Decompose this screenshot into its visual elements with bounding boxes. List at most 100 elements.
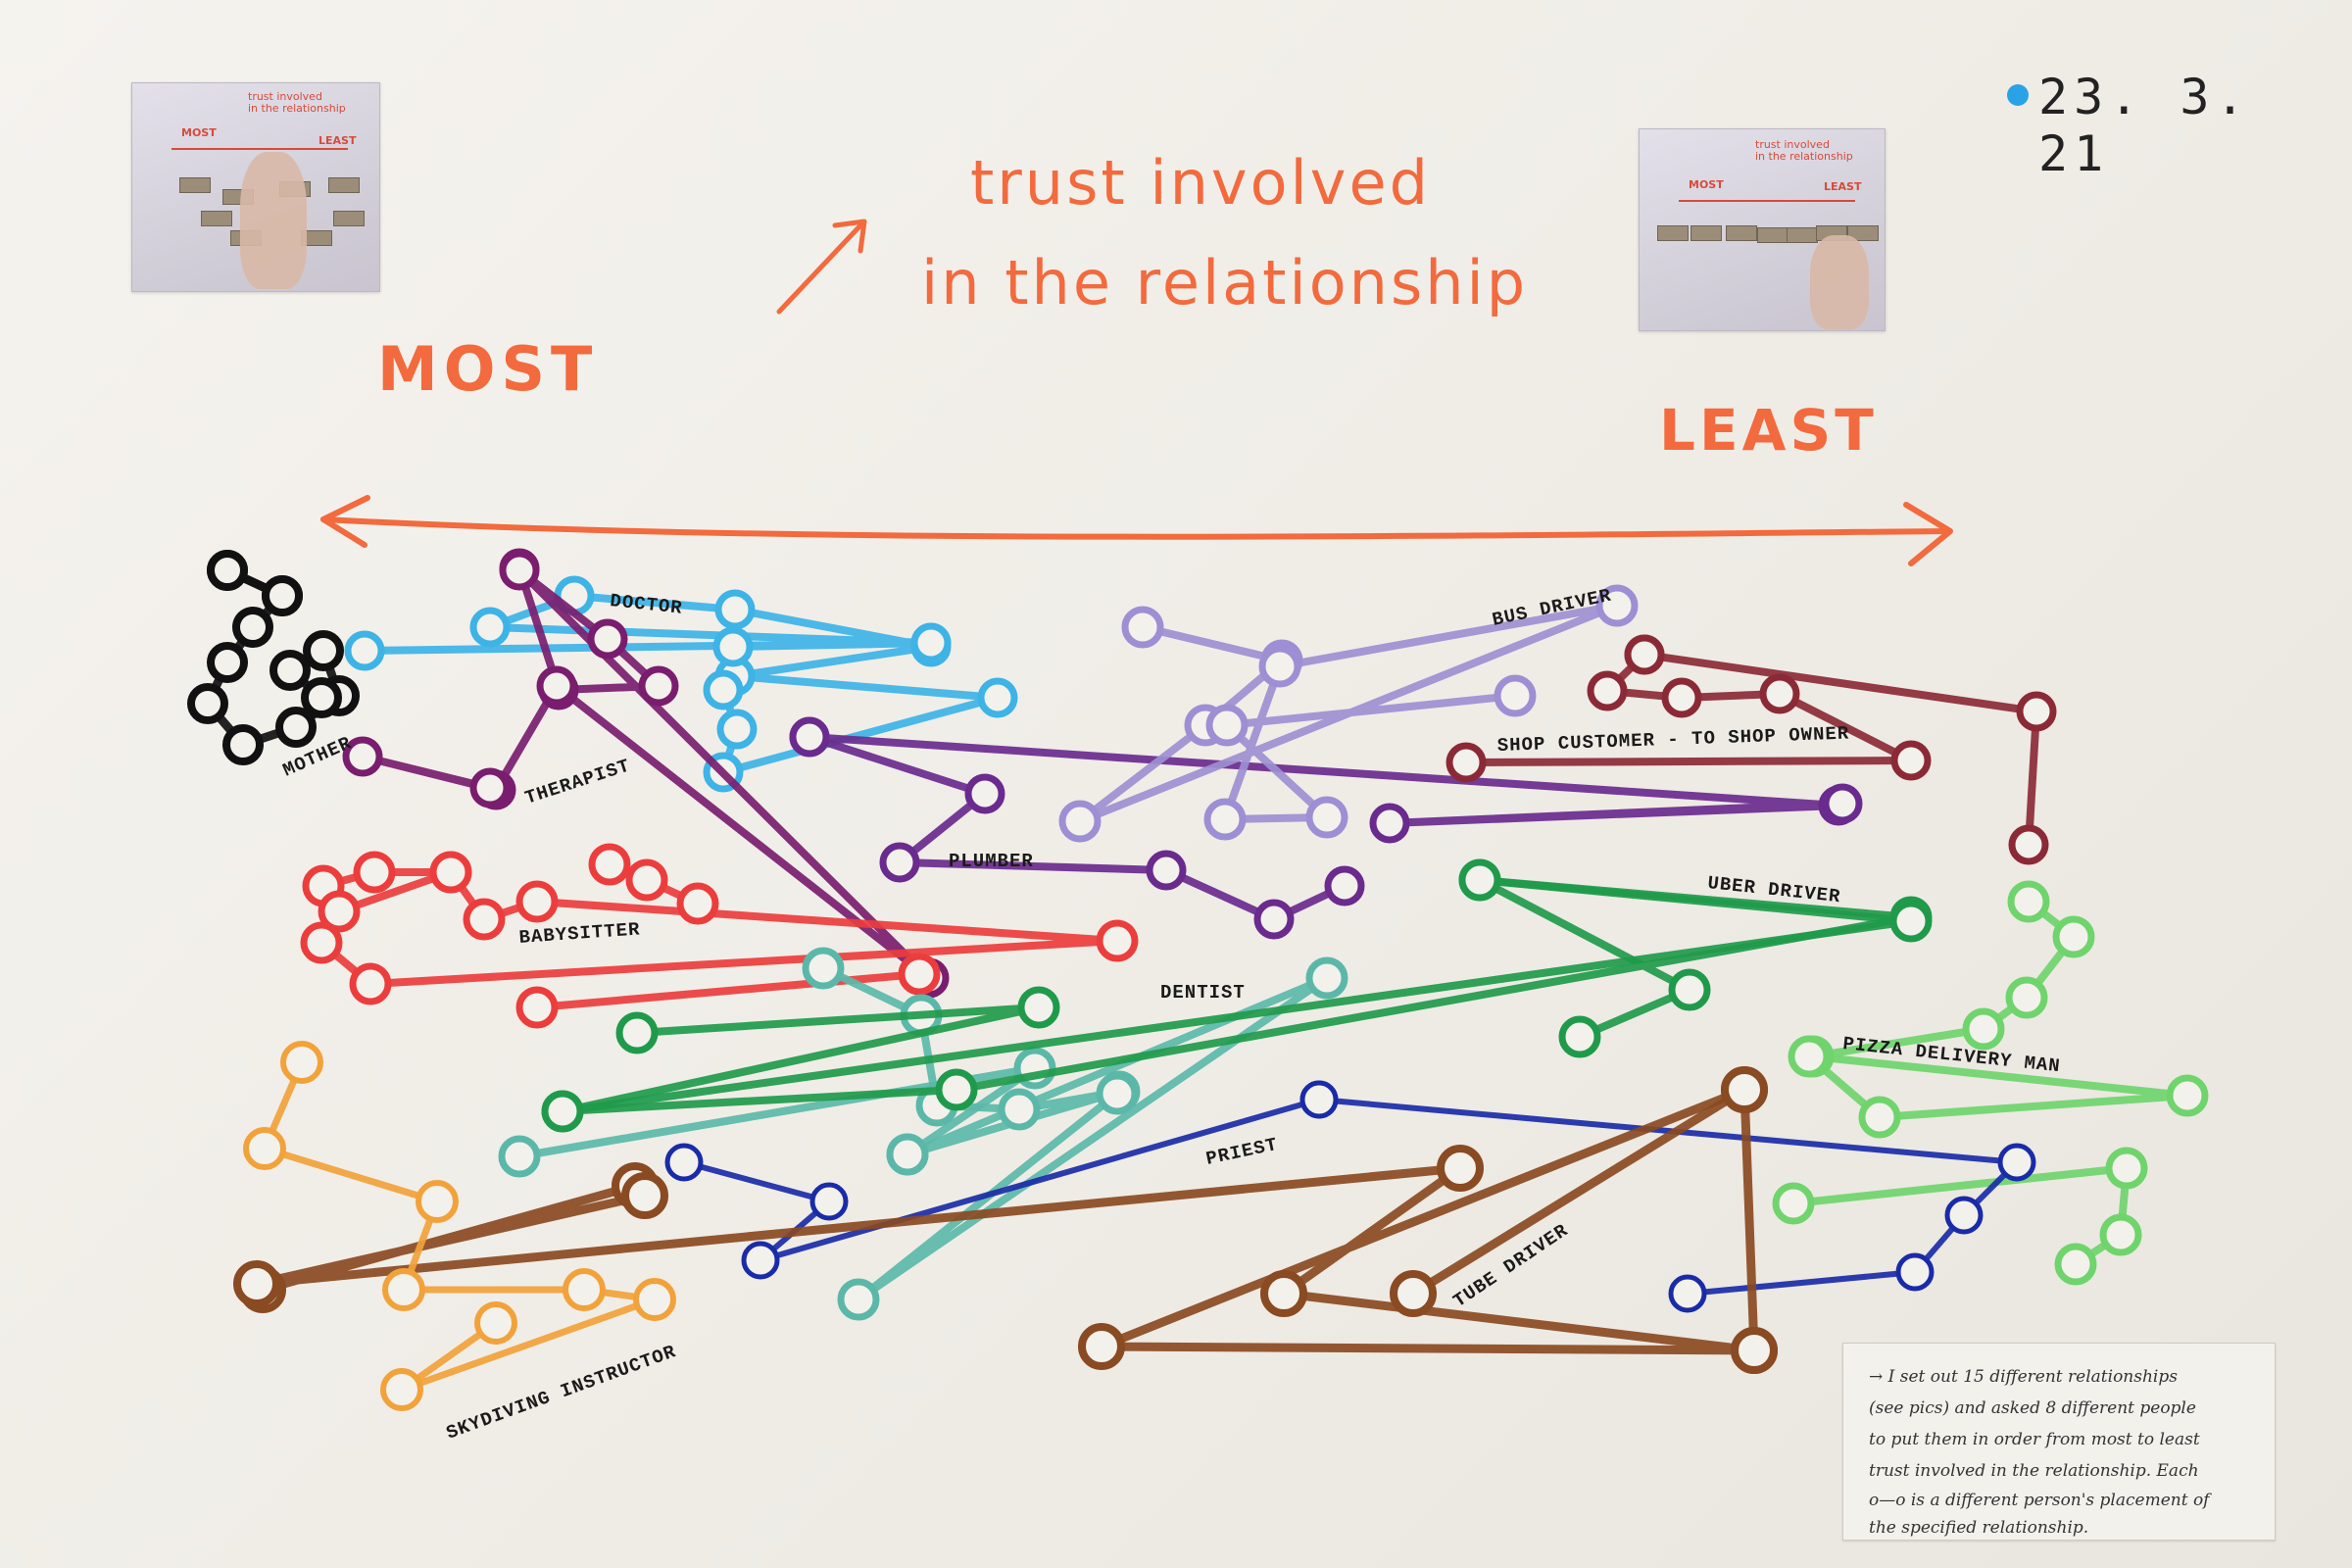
chain-plumber xyxy=(789,716,1863,844)
label-plumber: PLUMBER xyxy=(949,851,1034,872)
placement-node xyxy=(703,669,744,710)
placement-node xyxy=(1205,704,1249,747)
chain-line xyxy=(559,876,1915,1115)
axis-arrow xyxy=(320,495,1953,566)
placement-node xyxy=(1146,850,1187,891)
placement-node xyxy=(515,880,559,923)
placement-node xyxy=(275,707,317,748)
placement-node xyxy=(1096,919,1139,962)
chain-pizza xyxy=(1788,880,2209,1139)
placement-node xyxy=(1017,986,1060,1029)
placement-node xyxy=(1369,803,1410,844)
explanation-note: → I set out 15 different relationships (… xyxy=(1842,1343,2276,1541)
placement-node xyxy=(1858,1096,1901,1139)
placement-node xyxy=(2005,976,2048,1019)
placement-node xyxy=(207,550,248,591)
placement-node xyxy=(1962,1007,2005,1051)
chain-dentist xyxy=(802,947,1348,1321)
placement-node xyxy=(964,773,1005,814)
label-shop: SHOP CUSTOMER - TO SHOP OWNER xyxy=(1496,722,1849,757)
placement-node xyxy=(1788,1035,1831,1078)
placement-node xyxy=(280,1041,323,1084)
placement-node xyxy=(741,1241,780,1280)
placement-node xyxy=(301,677,342,718)
placement-node xyxy=(802,947,845,990)
photo-most-label: MOST xyxy=(181,126,217,139)
note-line: to put them in order from most to least xyxy=(1869,1430,2200,1449)
photo-title: trust involved in the relationship xyxy=(1755,138,1853,163)
placement-node xyxy=(1587,670,1628,711)
placement-node xyxy=(809,1182,849,1221)
placement-node xyxy=(587,618,628,660)
chain-mother xyxy=(207,550,303,616)
placement-node xyxy=(789,716,830,758)
placement-node xyxy=(1731,1327,1778,1374)
placement-node xyxy=(469,767,511,808)
placement-node xyxy=(2016,691,2057,732)
placement-node xyxy=(1944,1196,1984,1235)
date-dot-icon xyxy=(2007,84,2029,106)
placement-node xyxy=(1305,796,1348,839)
placement-node xyxy=(1595,584,1639,627)
placement-node xyxy=(342,736,383,777)
chain-line xyxy=(806,733,1846,827)
placement-node xyxy=(621,1172,668,1219)
placement-node xyxy=(615,1011,659,1054)
placement-node xyxy=(563,1268,606,1311)
placement-node xyxy=(2166,1074,2209,1117)
chain-line xyxy=(1789,1164,2131,1268)
photo-most-label: MOST xyxy=(1689,178,1724,191)
placement-node xyxy=(676,882,719,925)
placement-node xyxy=(1759,673,1800,714)
placement-node xyxy=(1890,740,1932,781)
chain-tube xyxy=(1390,1066,1768,1317)
chain-shop xyxy=(1624,634,2057,865)
note-line: → I set out 15 different relationships xyxy=(1869,1367,2178,1387)
label-bus-driver: BUS DRIVER xyxy=(1491,585,1614,631)
placement-node xyxy=(1772,1182,1815,1225)
placement-node xyxy=(2054,1243,2097,1286)
placement-node xyxy=(1668,1274,1707,1313)
placement-node xyxy=(1203,798,1247,841)
placement-node xyxy=(474,1301,517,1345)
placement-node xyxy=(898,953,941,996)
reference-photo-right: trust involved in the relationship MOST … xyxy=(1639,128,1886,331)
reference-photo-left: trust involved in the relationship MOST … xyxy=(131,82,380,292)
placement-node xyxy=(1058,800,1102,843)
placement-node xyxy=(1558,1015,1601,1058)
placement-node xyxy=(498,1135,541,1178)
placement-node xyxy=(382,1268,425,1311)
placement-node xyxy=(303,630,344,671)
placement-node xyxy=(625,858,668,902)
photo-least-label: LEAST xyxy=(1824,180,1862,193)
label-therapist: THERAPIST xyxy=(522,755,633,808)
chain-line xyxy=(1805,898,2191,1121)
title-line-2: in the relationship xyxy=(921,247,1529,318)
placement-node xyxy=(664,1143,704,1182)
label-babysitter: BABYSITTER xyxy=(518,918,641,949)
label-skydiving: SKYDIVING INSTRUCTOR xyxy=(444,1341,680,1445)
placement-node xyxy=(541,1090,584,1133)
placement-node xyxy=(1390,1270,1437,1317)
placement-node xyxy=(233,1260,280,1307)
chain-therapist xyxy=(342,548,950,999)
placement-node xyxy=(416,1180,459,1223)
placement-node xyxy=(515,986,559,1029)
placement-node xyxy=(353,851,396,894)
least-label: LEAST xyxy=(1659,397,1878,464)
chain-pizza xyxy=(1772,1147,2148,1286)
chain-tube xyxy=(233,1066,1778,1374)
placement-node xyxy=(2007,880,2050,923)
note-line: o—o is a different person's placement of xyxy=(1869,1491,2210,1510)
placement-node xyxy=(1661,677,1702,718)
placement-node xyxy=(222,724,264,765)
placement-node xyxy=(1895,1252,1935,1292)
label-dentist: DENTIST xyxy=(1160,982,1246,1004)
placement-node xyxy=(463,898,506,941)
placement-node xyxy=(243,1127,286,1170)
chain-babysitter xyxy=(300,851,1139,1005)
placement-node xyxy=(879,842,920,883)
placement-node xyxy=(536,665,577,707)
placement-node xyxy=(270,650,311,691)
note-line: (see pics) and asked 8 different people xyxy=(1869,1398,2196,1418)
